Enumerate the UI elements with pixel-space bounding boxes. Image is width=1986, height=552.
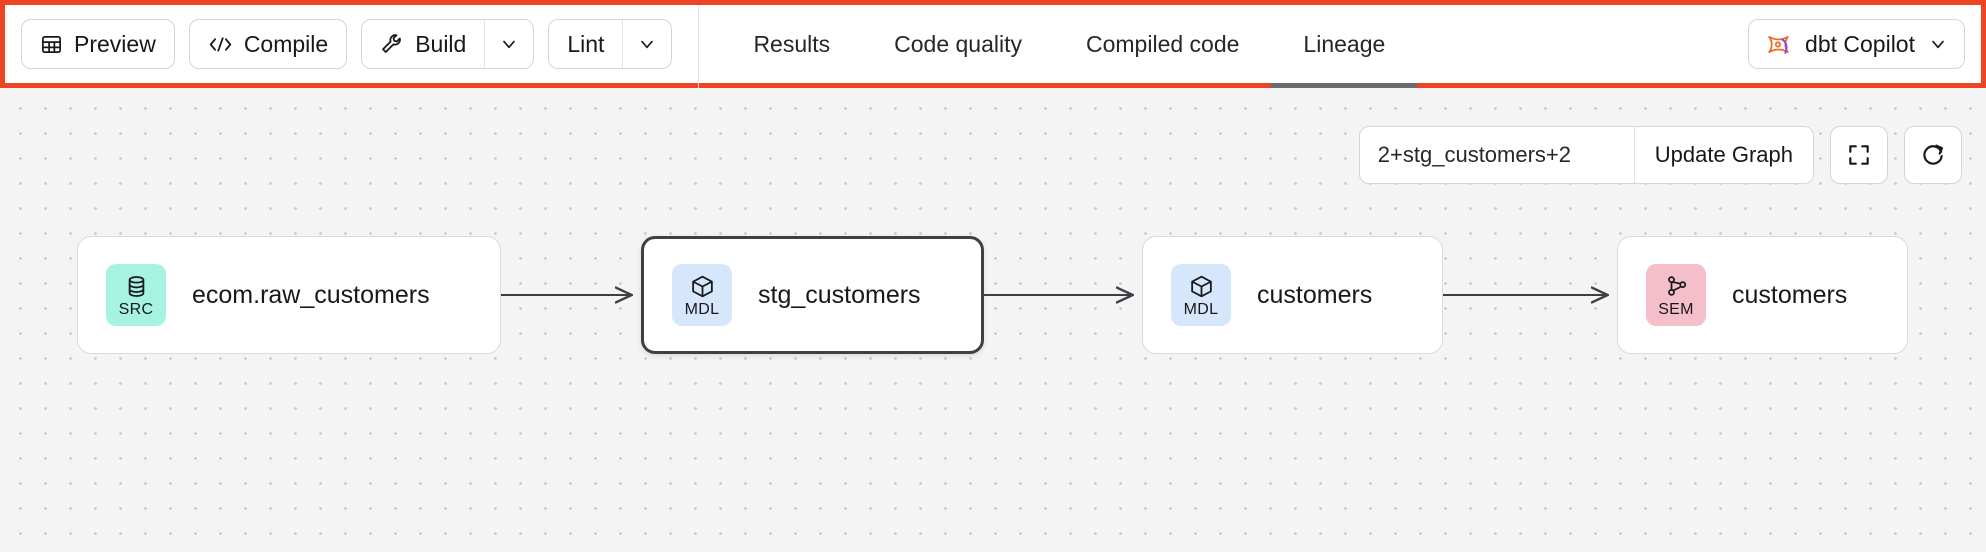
tab-results-label: Results (753, 30, 831, 57)
build-button-label: Build (415, 30, 467, 57)
dbt-copilot-button[interactable]: dbt Copilot (1748, 19, 1965, 69)
build-split-button: Build (361, 19, 535, 69)
chevron-down-icon (499, 34, 519, 54)
action-button-group: Preview Compile (21, 19, 673, 69)
tab-lineage-label: Lineage (1303, 30, 1386, 57)
build-dropdown-toggle[interactable] (484, 20, 534, 68)
cube-icon (1189, 273, 1214, 301)
lint-split-button: Lint (548, 19, 673, 69)
node-label: ecom.raw_customers (192, 280, 430, 309)
preview-button[interactable]: Preview (21, 19, 175, 69)
tab-results[interactable]: Results (721, 5, 862, 83)
node-label: customers (1732, 280, 1848, 309)
lint-button-label: Lint (567, 30, 605, 57)
tab-code-quality[interactable]: Code quality (862, 5, 1054, 83)
cube-icon (690, 273, 715, 301)
node-badge-src: SRC (106, 264, 166, 326)
dbt-selector-input[interactable] (1359, 127, 1634, 183)
dbt-copilot-icon (1765, 31, 1792, 58)
lineage-node-mdl-customers[interactable]: MDL customers (1142, 236, 1443, 354)
node-badge-mdl: MDL (672, 264, 732, 326)
tab-lineage[interactable]: Lineage (1271, 5, 1418, 88)
node-badge-label: SRC (118, 300, 154, 318)
fullscreen-button[interactable] (1830, 126, 1888, 184)
chevron-down-icon (637, 34, 657, 54)
node-badge-label: MDL (684, 300, 720, 318)
table-icon (40, 33, 63, 56)
node-badge-label: MDL (1183, 300, 1219, 318)
top-toolbar: Preview Compile (5, 5, 1981, 93)
build-button[interactable]: Build (362, 20, 485, 68)
update-graph-button[interactable]: Update Graph (1633, 127, 1813, 183)
node-badge-sem: SEM (1646, 264, 1706, 326)
lineage-node-sem-customers[interactable]: SEM customers (1617, 236, 1908, 354)
toolbar-divider (698, 5, 700, 93)
dbt-copilot-label: dbt Copilot (1805, 30, 1915, 57)
node-label: customers (1257, 280, 1373, 309)
preview-button-label: Preview (74, 30, 156, 57)
lineage-node-mdl-stg-customers[interactable]: MDL stg_customers (641, 236, 984, 354)
wrench-icon (380, 32, 404, 56)
graph-toolbar: Update Graph (1358, 126, 1962, 184)
node-label: stg_customers (758, 280, 921, 309)
node-badge-mdl: MDL (1171, 264, 1231, 326)
lineage-canvas[interactable]: Update Graph (0, 88, 1986, 552)
tab-compiled-code[interactable]: Compiled code (1054, 5, 1271, 83)
tab-code-quality-label: Code quality (894, 30, 1022, 57)
selector-input-group: Update Graph (1358, 126, 1814, 184)
panel-tabs: Results Code quality Compiled code Linea… (721, 5, 1418, 88)
compile-button-label: Compile (243, 30, 329, 57)
top-toolbar-highlight: Preview Compile (0, 0, 1986, 93)
semantic-graph-icon (1664, 273, 1689, 301)
compile-button[interactable]: Compile (188, 19, 348, 69)
node-badge-label: SEM (1658, 300, 1694, 318)
lint-dropdown-toggle[interactable] (622, 20, 672, 68)
refresh-icon (1920, 142, 1946, 168)
expand-fullscreen-icon (1846, 142, 1872, 168)
chevron-down-icon (1928, 34, 1948, 54)
refresh-button[interactable] (1904, 126, 1962, 184)
lineage-node-src-ecom-raw-customers[interactable]: SRC ecom.raw_customers (77, 236, 501, 354)
lineage-edges (501, 88, 1986, 552)
tab-compiled-code-label: Compiled code (1086, 30, 1240, 57)
lint-button[interactable]: Lint (549, 20, 623, 68)
code-brackets-icon (208, 34, 233, 55)
database-cylinder-icon (124, 273, 149, 301)
update-graph-label: Update Graph (1654, 142, 1793, 167)
